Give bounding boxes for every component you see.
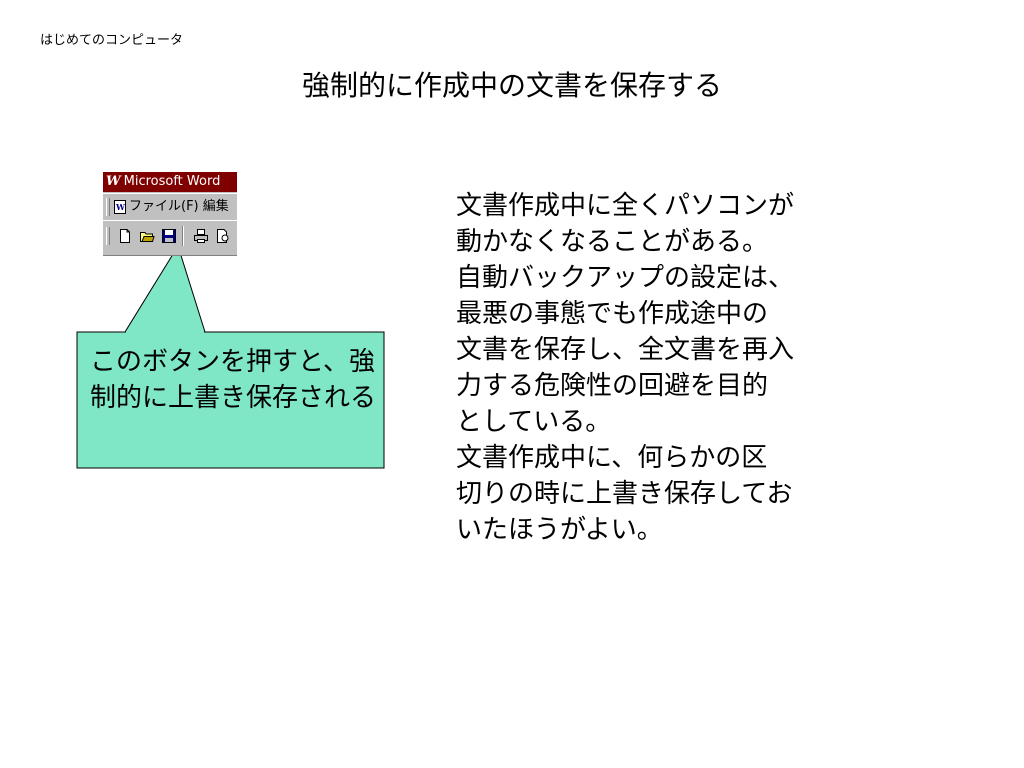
save-disk-icon[interactable] <box>161 228 177 244</box>
word-title-text: Microsoft Word <box>123 174 221 189</box>
callout-box <box>76 331 385 469</box>
new-doc-icon[interactable] <box>117 228 133 244</box>
body-paragraph: 自動バックアップの設定は、 最悪の事態でも作成途中の 文書を保存し、全文書を再入… <box>456 263 795 437</box>
print-preview-icon[interactable] <box>215 228 231 244</box>
body-text: 文書作成中に全くパソコンが 動かなくなることがある。 自動バックアップの設定は、… <box>456 188 876 548</box>
callout-text: このボタンを押すと、強制的に上書き保存される <box>90 347 377 413</box>
print-icon[interactable] <box>193 228 209 244</box>
word-toolbar <box>103 220 237 251</box>
document-icon: W <box>114 199 126 214</box>
body-paragraph: 文書作成中に、何らかの区 切りの時に上書き保存してお いたほうがよい。 <box>456 443 793 545</box>
menu-grip <box>106 197 110 216</box>
callout-pointer <box>124 244 206 333</box>
word-menu-bar: W ファイル(F) 編集 <box>103 193 237 220</box>
body-paragraph: 文書作成中に全くパソコンが 動かなくなることがある。 <box>456 191 795 257</box>
toolbar-grip <box>106 227 110 245</box>
svg-text:W: W <box>115 202 126 212</box>
slide-title: 強制的に作成中の文書を保存する <box>301 69 722 102</box>
open-folder-icon[interactable] <box>139 228 155 244</box>
toolbar-separator <box>182 226 184 246</box>
word-logo-icon: W <box>106 174 121 189</box>
file-menu[interactable]: ファイル(F) 編集 <box>129 199 229 214</box>
header-label: はじめてのコンピュータ <box>40 33 184 48</box>
